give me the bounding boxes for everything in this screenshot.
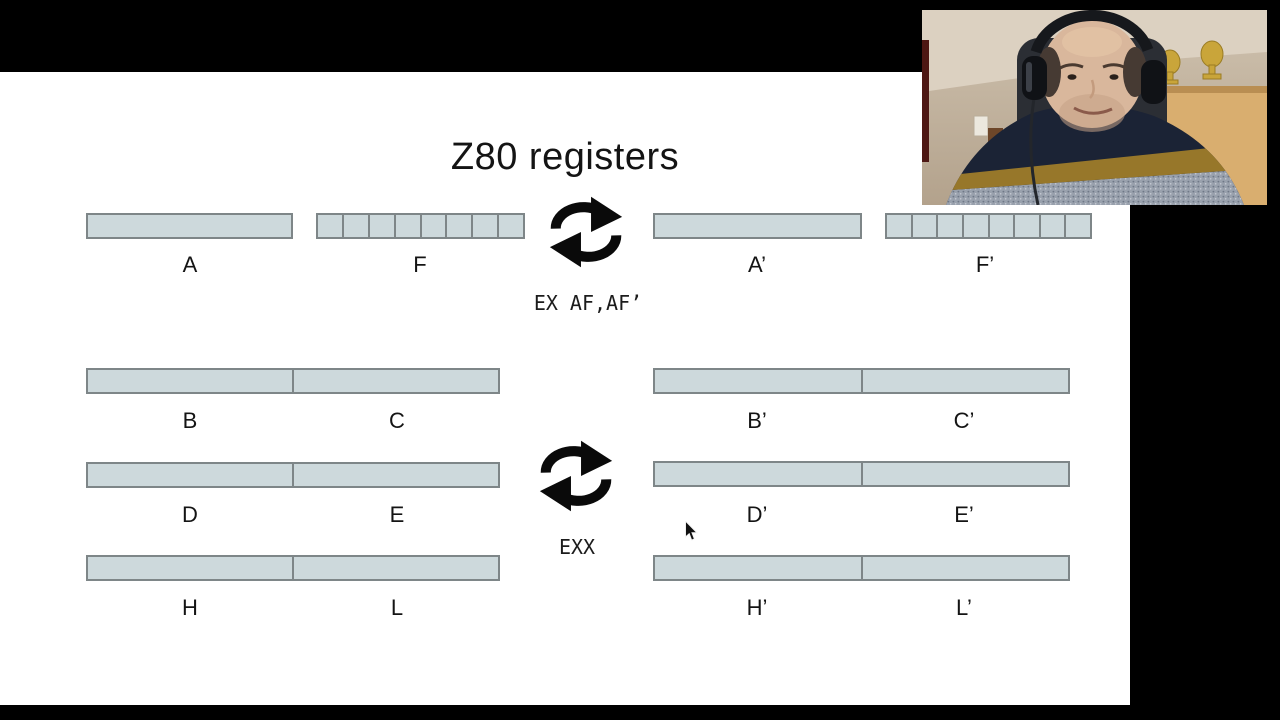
flag-cell — [910, 215, 937, 237]
register-A — [86, 213, 293, 239]
register-label-E: E — [389, 502, 405, 527]
flag-cell — [497, 215, 523, 237]
mouse-cursor — [684, 521, 698, 541]
register-label-H-alt: H’ — [746, 595, 768, 620]
register-divider — [860, 557, 863, 579]
register-label-A-alt: A’ — [748, 252, 766, 277]
instruction-ex-af: EX AF,AF’ — [533, 291, 643, 315]
register-divider — [292, 557, 294, 579]
flag-cell — [887, 215, 911, 237]
page-title: Z80 registers — [450, 136, 680, 178]
register-label-C-alt: C’ — [953, 408, 975, 433]
register-DE — [86, 462, 500, 488]
register-divider — [292, 464, 294, 486]
register-A-alt — [653, 213, 862, 239]
register-F — [316, 213, 525, 239]
flag-cell — [445, 215, 471, 237]
register-label-B-alt: B’ — [747, 408, 767, 433]
register-BC-alt — [653, 368, 1070, 394]
flag-cell — [341, 215, 368, 237]
flag-cell — [367, 215, 394, 237]
presenter-video — [922, 10, 1267, 205]
flag-cell — [471, 215, 497, 237]
register-label-L: L — [390, 595, 404, 620]
register-label-D: D — [182, 502, 198, 527]
register-HL — [86, 555, 500, 581]
instruction-exx: EXX — [558, 535, 596, 559]
register-label-B: B — [182, 408, 198, 433]
register-label-L-alt: L’ — [956, 595, 972, 620]
flag-cell — [318, 215, 342, 237]
register-divider — [860, 370, 863, 392]
register-label-E-alt: E’ — [954, 502, 974, 527]
exchange-arrows-icon — [539, 440, 613, 512]
register-divider — [860, 463, 863, 485]
register-label-F-alt: F’ — [975, 252, 995, 277]
flag-cell — [961, 215, 988, 237]
exchange-arrows-icon — [549, 196, 623, 268]
register-label-C: C — [389, 408, 405, 433]
register-F-alt — [885, 213, 1092, 239]
register-label-F: F — [413, 252, 427, 277]
register-DE-alt — [653, 461, 1070, 487]
flag-cell — [1038, 215, 1065, 237]
register-label-H: H — [182, 595, 198, 620]
flag-cell — [936, 215, 962, 237]
flag-cell — [1064, 215, 1090, 237]
webcam-overlay — [922, 10, 1267, 205]
flag-cell — [419, 215, 446, 237]
flag-cell — [1013, 215, 1039, 237]
register-label-D-alt: D’ — [746, 502, 768, 527]
flag-cell — [987, 215, 1014, 237]
register-BC — [86, 368, 500, 394]
register-HL-alt — [653, 555, 1070, 581]
register-divider — [292, 370, 294, 392]
register-label-A: A — [182, 252, 198, 277]
flag-cell — [393, 215, 420, 237]
